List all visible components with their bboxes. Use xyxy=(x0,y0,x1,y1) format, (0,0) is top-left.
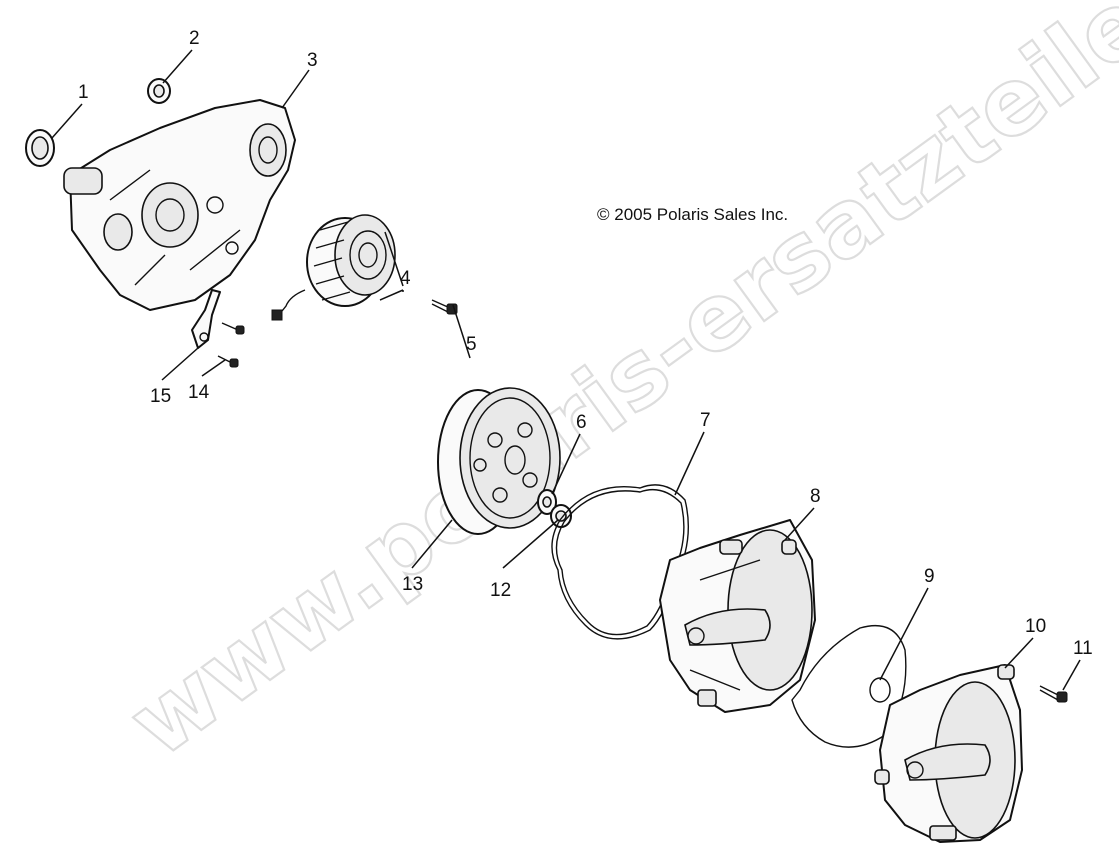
part-3-crankcase-cover xyxy=(63,99,296,311)
part-14-bolts xyxy=(217,322,245,368)
part-10-outer-cover xyxy=(874,664,1023,843)
part-1-oil-seal xyxy=(25,129,55,167)
callout-10: 10 xyxy=(1025,616,1046,637)
callout-5: 5 xyxy=(466,334,477,355)
callout-14: 14 xyxy=(188,382,210,403)
callout-12: 12 xyxy=(490,580,511,601)
callout-6: 6 xyxy=(576,412,587,433)
callout-15: 15 xyxy=(150,386,171,407)
part-4-stator xyxy=(271,214,396,321)
part-9-gasket xyxy=(791,624,907,748)
callout-7: 7 xyxy=(700,410,711,431)
callout-3: 3 xyxy=(307,50,318,71)
callout-labels: 1 2 3 4 5 6 7 8 9 10 11 12 13 14 15 xyxy=(78,28,1093,659)
callout-13: 13 xyxy=(402,574,423,595)
part-2-seal xyxy=(147,78,171,104)
leader-lines xyxy=(51,49,1081,691)
part-13-flywheel xyxy=(437,387,561,535)
copyright-text: © 2005 Polaris Sales Inc. xyxy=(597,205,788,224)
part-8-stator-cover xyxy=(659,519,816,713)
part-11-bolt xyxy=(1039,685,1068,703)
callout-4: 4 xyxy=(400,268,411,289)
part-15-bracket xyxy=(191,289,221,349)
callout-9: 9 xyxy=(924,566,935,587)
part-6-washer xyxy=(537,489,557,515)
callout-11: 11 xyxy=(1073,638,1093,659)
callout-1: 1 xyxy=(78,82,89,103)
callout-2: 2 xyxy=(189,28,200,49)
callout-8: 8 xyxy=(810,486,821,507)
